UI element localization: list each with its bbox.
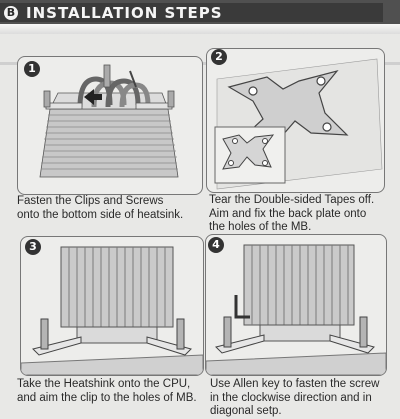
step-1-caption: Fasten the Clips and Screws onto the bot… — [17, 195, 183, 222]
heatsink-with-clips-image — [39, 64, 179, 178]
header-bar: B INSTALLATION STEPS — [0, 3, 383, 22]
backplate-image — [214, 58, 383, 190]
step-2-caption-line: the holes of the MB. — [209, 221, 312, 233]
step-3-caption: Take the Heatshink onto the CPU, and aim… — [17, 378, 197, 405]
step-2-caption: Tear the Double-sided Tapes off. Aim and… — [209, 194, 374, 235]
step-2-caption-line: Tear the Double-sided Tapes off. — [209, 194, 375, 206]
step-2-caption-line: Aim and fix the back plate onto — [209, 207, 367, 220]
allen-key-fasten-image — [206, 244, 386, 375]
step-4-caption: Use Allen key to fasten the screw in the… — [210, 378, 379, 419]
paper-strip — [0, 24, 400, 34]
step-4-caption-line: in the clockwise direction and in — [210, 391, 372, 404]
section-badge: B — [4, 6, 18, 20]
step-3-illustration: 3 — [20, 236, 204, 376]
heatsink-onto-cpu-image — [21, 246, 203, 375]
step-3-caption-line: and aim the clip to the holes of MB. — [17, 391, 197, 404]
step-4-caption-line: Use Allen key to fasten the screw — [210, 378, 380, 390]
step-4-caption-line: diagonal setp. — [210, 405, 282, 417]
step-3-number: 3 — [25, 239, 41, 255]
step-1-illustration: 1 — [17, 56, 203, 195]
step-1-number: 1 — [24, 61, 40, 77]
step-1-caption-line: onto the bottom side of heatsink. — [17, 208, 184, 221]
step-2-illustration: 2 — [206, 48, 385, 193]
step-4-illustration: 4 — [205, 234, 387, 376]
step-4-number: 4 — [208, 237, 224, 253]
step-3-caption-line: Take the Heatshink onto the CPU, — [17, 378, 191, 390]
step-1-caption-line: Fasten the Clips and Screws — [17, 195, 164, 207]
step-2-number: 2 — [211, 49, 227, 65]
page-title: INSTALLATION STEPS — [26, 4, 223, 22]
